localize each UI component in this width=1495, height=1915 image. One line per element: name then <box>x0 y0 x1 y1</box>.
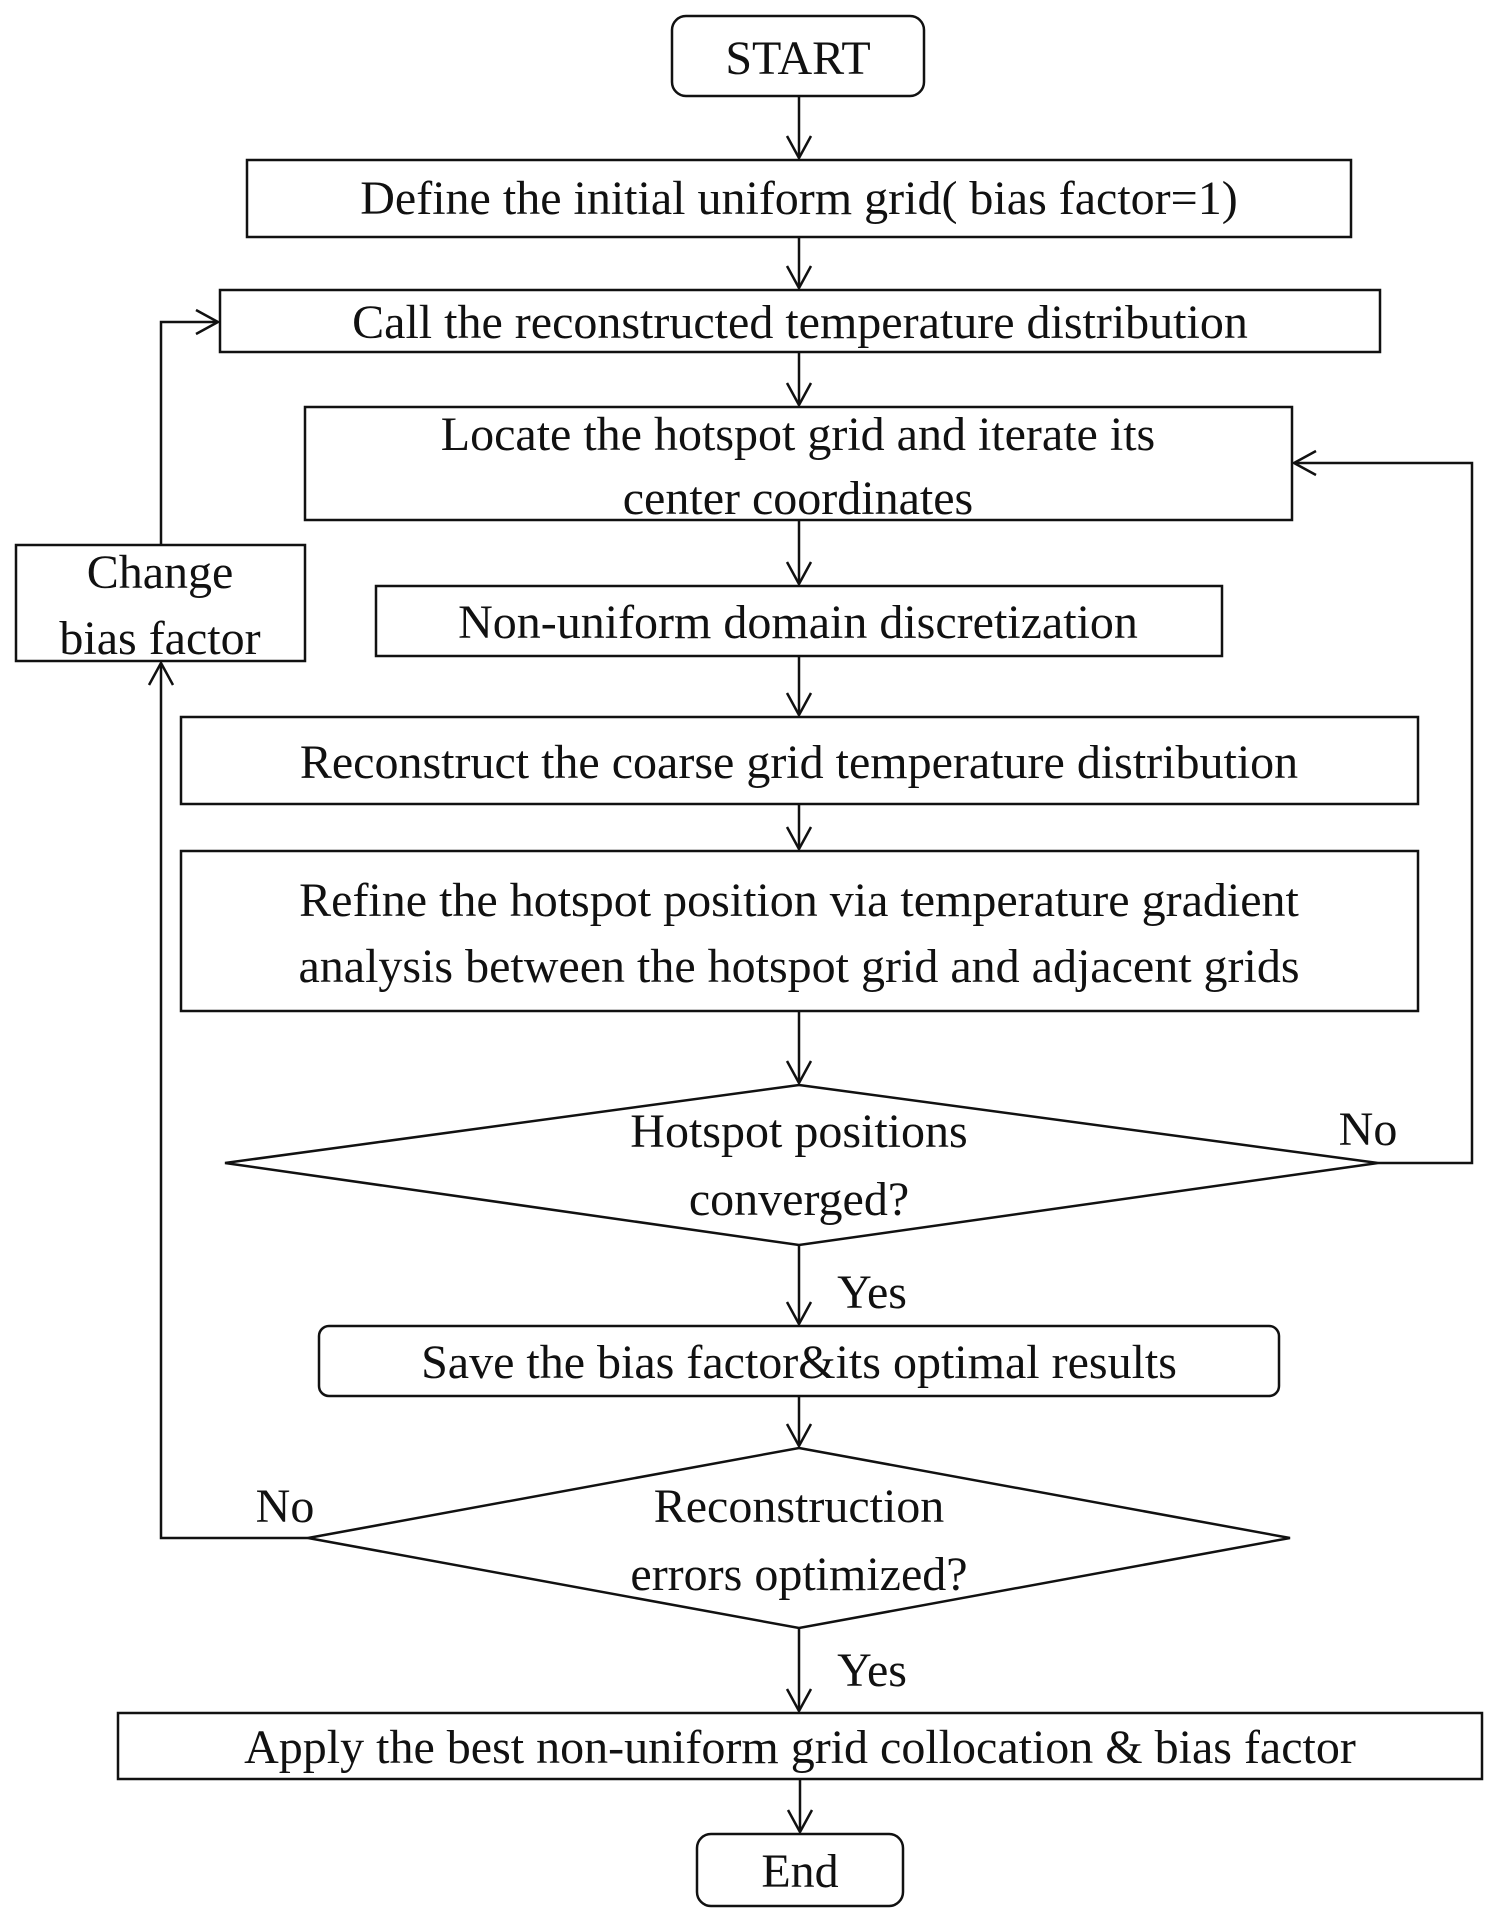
connector-refine-to-converged <box>785 1011 813 1086</box>
optimized-decision: Reconstruction errors optimized? <box>307 1446 1291 1630</box>
locate-hotspot-line-2: center coordinates <box>623 472 973 525</box>
optimized-decision-shape <box>307 1446 1291 1630</box>
call-distribution-step: Call the reconstructed temperature distr… <box>218 288 1382 354</box>
arrowhead <box>785 1060 813 1086</box>
start-label: START <box>725 32 870 85</box>
change-bias-line-2: bias factor <box>59 612 260 665</box>
change-bias-box <box>14 543 307 663</box>
change-bias-line-1: Change <box>87 546 234 599</box>
end-terminal: End <box>695 1832 905 1908</box>
converged-decision-line-1: Hotspot positions <box>630 1105 967 1158</box>
arrowhead <box>785 561 813 587</box>
arrowhead <box>785 135 813 161</box>
connector-change-bias-to-call <box>159 308 221 545</box>
save-results-step: Save the bias factor&its optimal results <box>317 1324 1281 1398</box>
connector-define-to-call <box>785 237 813 291</box>
connector-optimized-no-to-change-bias <box>147 660 308 1540</box>
connector-save-to-optimized <box>785 1396 813 1449</box>
connector-nonuniform-to-reconstruct <box>785 656 813 718</box>
call-distribution-box <box>218 288 1382 354</box>
arrowhead <box>785 826 813 852</box>
locate-hotspot-line-1: Locate the hotspot grid and iterate its <box>441 408 1155 461</box>
change-bias-step: Change bias factor <box>14 543 307 665</box>
converged-decision: Hotspot positions converged? <box>224 1083 1379 1247</box>
converged-decision-line-2: converged? <box>689 1173 909 1226</box>
define-grid-step: Define the initial uniform grid( bias fa… <box>245 158 1353 239</box>
locate-hotspot-step: Locate the hotspot grid and iterate its … <box>303 405 1294 525</box>
connector-call-to-locate <box>785 352 813 408</box>
optimized-decision-line-1: Reconstruction <box>654 1480 945 1533</box>
connector-reconstruct-to-refine <box>785 804 813 852</box>
connector-converged-no-loop <box>1291 449 1474 1165</box>
arrowhead <box>785 692 813 718</box>
arrowhead <box>785 382 813 408</box>
reconstruct-coarse-step: Reconstruct the coarse grid temperature … <box>179 715 1420 806</box>
connector-start-to-define <box>785 96 813 161</box>
arrowhead <box>1291 449 1317 477</box>
non-uniform-label: Non-uniform domain discretization <box>458 596 1138 649</box>
connector-apply-to-end <box>786 1779 814 1835</box>
define-grid-box <box>245 158 1353 239</box>
optimized-decision-line-2: errors optimized? <box>630 1548 967 1601</box>
connector-converged-yes-to-save <box>785 1245 813 1327</box>
save-results-label: Save the bias factor&its optimal results <box>421 1336 1177 1389</box>
locate-hotspot-box <box>303 405 1294 522</box>
reconstruct-coarse-label: Reconstruct the coarse grid temperature … <box>300 736 1298 789</box>
call-distribution-label: Call the reconstructed temperature distr… <box>352 296 1248 349</box>
non-uniform-step: Non-uniform domain discretization <box>374 584 1224 658</box>
arrowhead <box>785 265 813 291</box>
converged-no-label: No <box>1339 1103 1398 1156</box>
arrowhead <box>785 1688 813 1714</box>
arrowhead <box>195 308 221 336</box>
apply-best-step: Apply the best non-uniform grid collocat… <box>116 1711 1484 1781</box>
arrowhead <box>786 1809 814 1835</box>
optimized-no-label: No <box>256 1480 315 1533</box>
connector-optimized-yes-to-apply <box>785 1628 813 1714</box>
optimized-yes-label: Yes <box>837 1644 907 1697</box>
start-terminal: START <box>670 14 926 98</box>
refine-hotspot-line-2: analysis between the hotspot grid and ad… <box>298 940 1299 993</box>
refine-hotspot-step: Refine the hotspot position via temperat… <box>179 849 1420 1013</box>
arrowhead <box>785 1301 813 1327</box>
define-grid-label: Define the initial uniform grid( bias fa… <box>360 172 1237 225</box>
refine-hotspot-line-1: Refine the hotspot position via temperat… <box>299 874 1299 927</box>
converged-yes-label: Yes <box>837 1266 907 1319</box>
apply-best-label: Apply the best non-uniform grid collocat… <box>244 1721 1356 1774</box>
arrowhead <box>147 660 175 686</box>
apply-best-box <box>116 1711 1484 1781</box>
arrowhead <box>785 1423 813 1449</box>
connector-locate-to-nonuniform <box>785 520 813 587</box>
end-label: End <box>761 1845 838 1898</box>
